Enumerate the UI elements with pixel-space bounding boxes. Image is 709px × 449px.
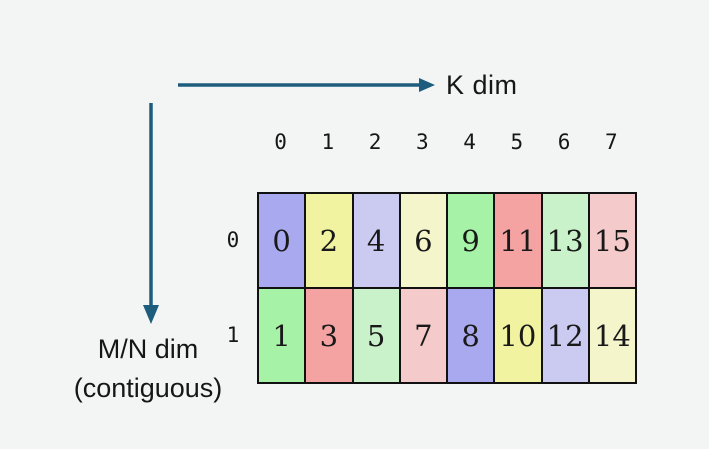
mn-dim-arrowhead-icon (143, 305, 159, 324)
matrix-cell: 3 (305, 288, 353, 383)
matrix-grid: 0 2 4 6 9 11 13 15 1 3 5 7 8 10 12 14 (257, 192, 637, 384)
matrix-cell: 9 (447, 193, 495, 288)
matrix-cell: 11 (494, 193, 542, 288)
column-header-5: 5 (510, 130, 524, 154)
column-header-6: 6 (557, 130, 571, 154)
matrix-cell: 15 (588, 193, 636, 288)
column-header-1: 1 (321, 130, 335, 154)
matrix-cell: 0 (258, 193, 306, 288)
matrix-cell: 6 (399, 193, 447, 288)
column-header-4: 4 (463, 130, 476, 154)
mn-dim-arrow (143, 103, 159, 324)
row-header-1: 1 (226, 322, 240, 347)
column-header-2: 2 (368, 130, 382, 154)
column-header-7: 7 (605, 130, 618, 154)
mn-dim-label-line1: M/N dim (97, 334, 199, 364)
matrix-cell: 4 (352, 193, 400, 288)
matrix-cell: 8 (447, 288, 495, 383)
matrix-cell: 14 (588, 288, 636, 383)
matrix-cell: 5 (352, 288, 400, 383)
k-dim-arrow (178, 78, 435, 92)
mn-dim-label: M/N dim (contiguous) (35, 330, 261, 408)
k-dim-arrowhead-icon (419, 78, 435, 92)
matrix-cell: 7 (399, 288, 447, 383)
k-dim-label: K dim (446, 70, 518, 100)
matrix-cell: 10 (494, 288, 542, 383)
matrix-cell: 2 (305, 193, 353, 288)
row-header-0: 0 (226, 227, 240, 252)
column-header-3: 3 (416, 130, 429, 154)
column-headers: 0 1 2 3 4 5 6 7 (257, 130, 635, 156)
column-header-0: 0 (274, 130, 287, 154)
matrix-cell: 1 (258, 288, 306, 383)
matrix-cell: 12 (541, 288, 589, 383)
matrix-cell: 13 (541, 193, 589, 288)
mn-dim-label-line2: (contiguous) (73, 373, 223, 403)
